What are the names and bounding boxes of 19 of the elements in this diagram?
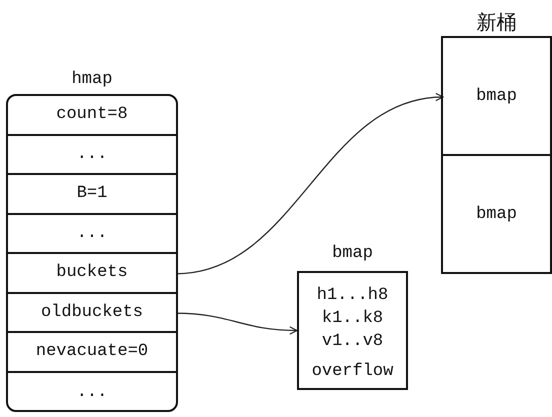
box-title: hmap bbox=[70, 69, 114, 91]
bucket-cell: bmap bbox=[443, 38, 550, 156]
field-row: nevacuate=0 bbox=[8, 333, 176, 372]
field-row: oldbuckets bbox=[8, 294, 176, 333]
field-row: B=1 bbox=[8, 175, 176, 214]
arrow bbox=[176, 312, 298, 334]
box-title: 新桶 bbox=[476, 10, 518, 34]
field-row: ... bbox=[8, 214, 176, 254]
field-text: h1...h8 bbox=[316, 285, 390, 307]
arrow bbox=[176, 94, 444, 274]
field-text: k1..k8 bbox=[320, 308, 384, 330]
field-row: ... bbox=[8, 372, 176, 412]
field-row: ... bbox=[8, 136, 176, 175]
field-row: count=8 bbox=[8, 96, 176, 136]
field-row: buckets bbox=[8, 254, 176, 294]
box-title: bmap bbox=[331, 243, 374, 265]
field-text: overflow bbox=[310, 361, 394, 383]
field-text: v1..v8 bbox=[320, 331, 384, 353]
bucket-cell: bmap bbox=[443, 156, 550, 272]
